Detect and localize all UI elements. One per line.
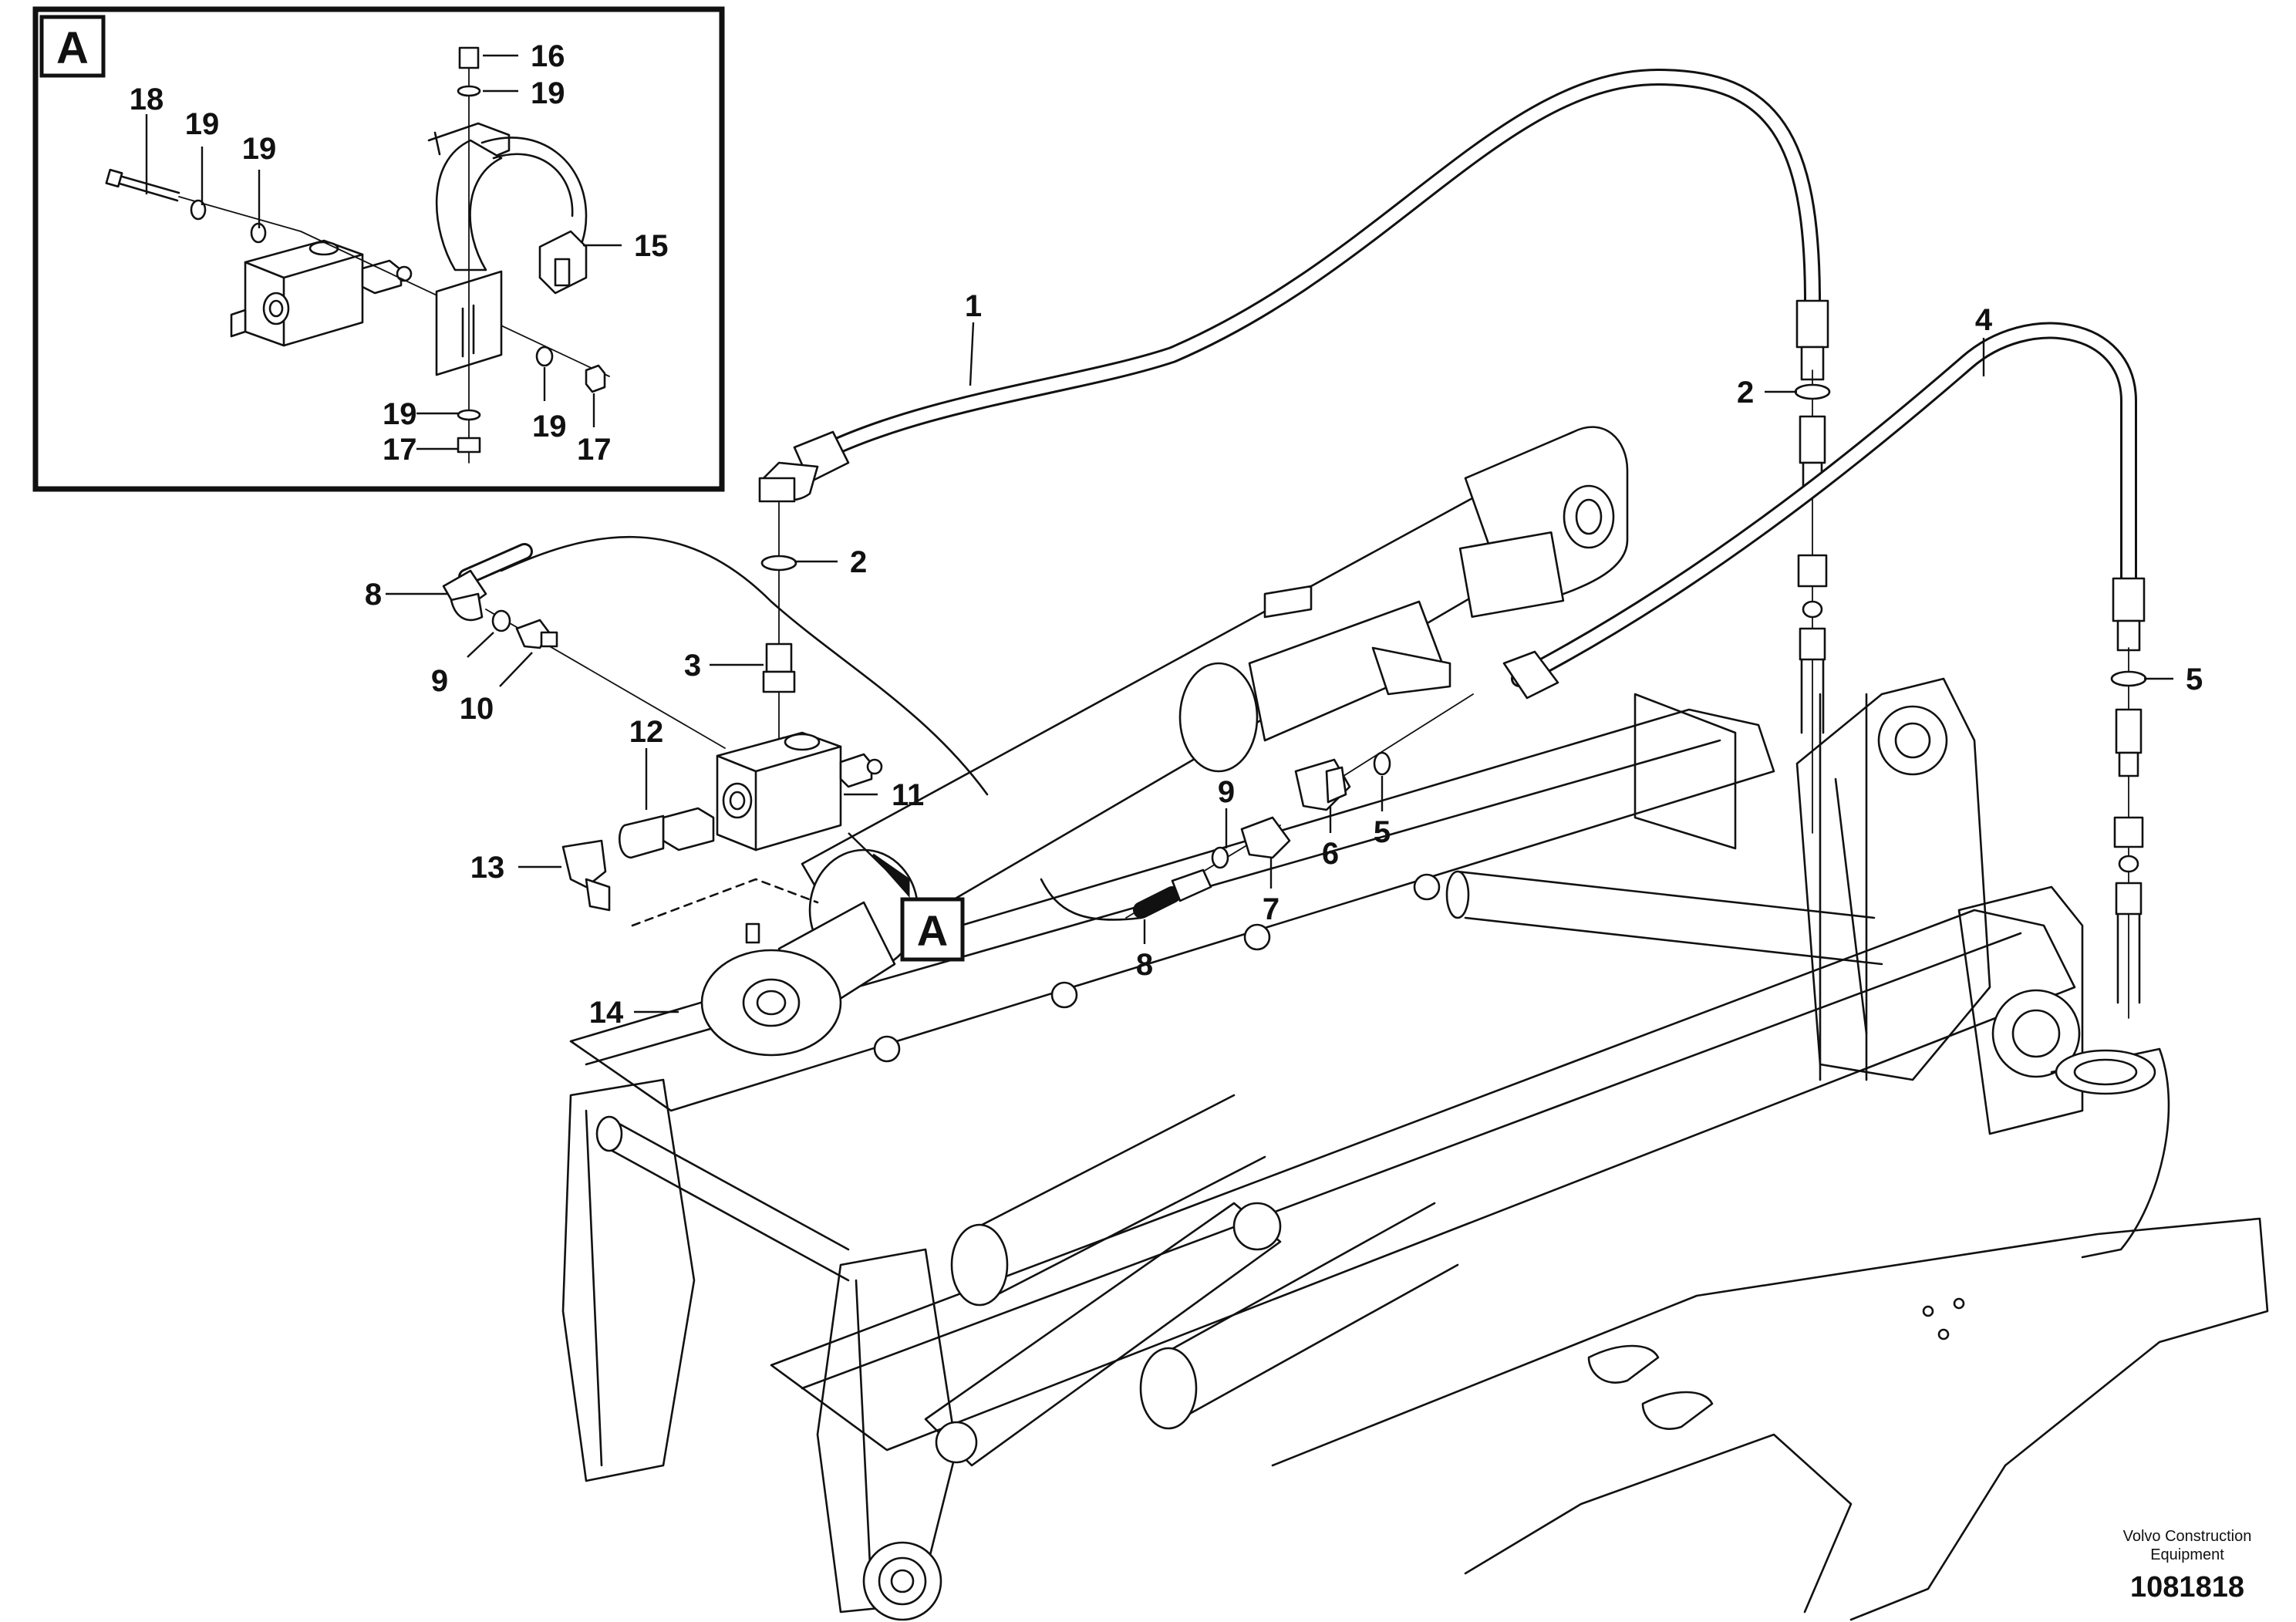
callout-1: 1: [965, 289, 982, 323]
fitting-stack-right-2: [2110, 647, 2147, 1019]
hose-4-drawing: [1502, 322, 2146, 700]
callout-2-right: 2: [1737, 376, 1754, 410]
callout-17-left: 17: [383, 433, 417, 467]
view-marker-a: A: [848, 832, 965, 962]
callout-9-upper: 9: [431, 664, 448, 698]
callout-10: 10: [460, 692, 494, 726]
callout-8-upper: 8: [365, 578, 382, 612]
fittings-8-9-10-drawing: [442, 535, 989, 796]
hydraulic-cylinder-drawing: [700, 426, 1629, 1057]
callout-19-lower-right: 19: [532, 410, 567, 443]
callout-19-lower-left: 19: [383, 397, 417, 431]
callout-15: 15: [634, 229, 669, 263]
callout-17-right: 17: [577, 433, 612, 467]
callout-5-right: 5: [2186, 663, 2203, 696]
fittings-5-6-7-8-9-drawing: [1040, 693, 1474, 921]
inset-leaders: [145, 54, 622, 450]
view-label-box: [900, 897, 965, 962]
callout-8-lower: 8: [1136, 948, 1153, 982]
callout-19-top: 19: [531, 76, 565, 110]
main-leaders: [386, 322, 2173, 1013]
callout-3: 3: [684, 649, 701, 683]
inset-frame: [32, 6, 725, 492]
callout-12: 12: [629, 715, 664, 749]
callout-18: 18: [130, 83, 164, 116]
drawing-number: 1081818: [2130, 1571, 2244, 1603]
callout-16: 16: [531, 39, 565, 73]
inset-label: A: [56, 23, 89, 73]
callout-11: 11: [892, 778, 924, 812]
drawing-footer: Volvo Construction Equipment 1081818: [2123, 1528, 2252, 1603]
callout-19-bolt-washer-a: 19: [185, 107, 220, 141]
callout-9-lower: 9: [1218, 775, 1235, 809]
valve-block-11-drawing: [561, 501, 883, 927]
callout-14: 14: [589, 996, 624, 1030]
callout-4: 4: [1975, 303, 1993, 337]
callout-13: 13: [470, 851, 505, 885]
callout-6: 6: [1322, 837, 1339, 871]
callout-7: 7: [1263, 892, 1279, 926]
machine-frame-drawing: [561, 677, 2269, 1621]
callout-2-left: 2: [850, 545, 867, 579]
brand-line-2: Equipment: [2150, 1546, 2224, 1563]
inset-valve-block: [230, 239, 413, 347]
view-label: A: [917, 906, 948, 955]
callout-5-lower: 5: [1374, 815, 1391, 849]
brand-line-1: Volvo Construction: [2123, 1528, 2252, 1545]
clamp-15-drawing: [427, 46, 606, 464]
inset-detail-a: A: [32, 6, 725, 492]
hose-1-drawing: [758, 68, 1829, 503]
inset-label-box: [39, 15, 106, 78]
fitting-stack-right-1: [1794, 369, 1831, 834]
callout-19-bolt-washer-b: 19: [242, 132, 277, 166]
